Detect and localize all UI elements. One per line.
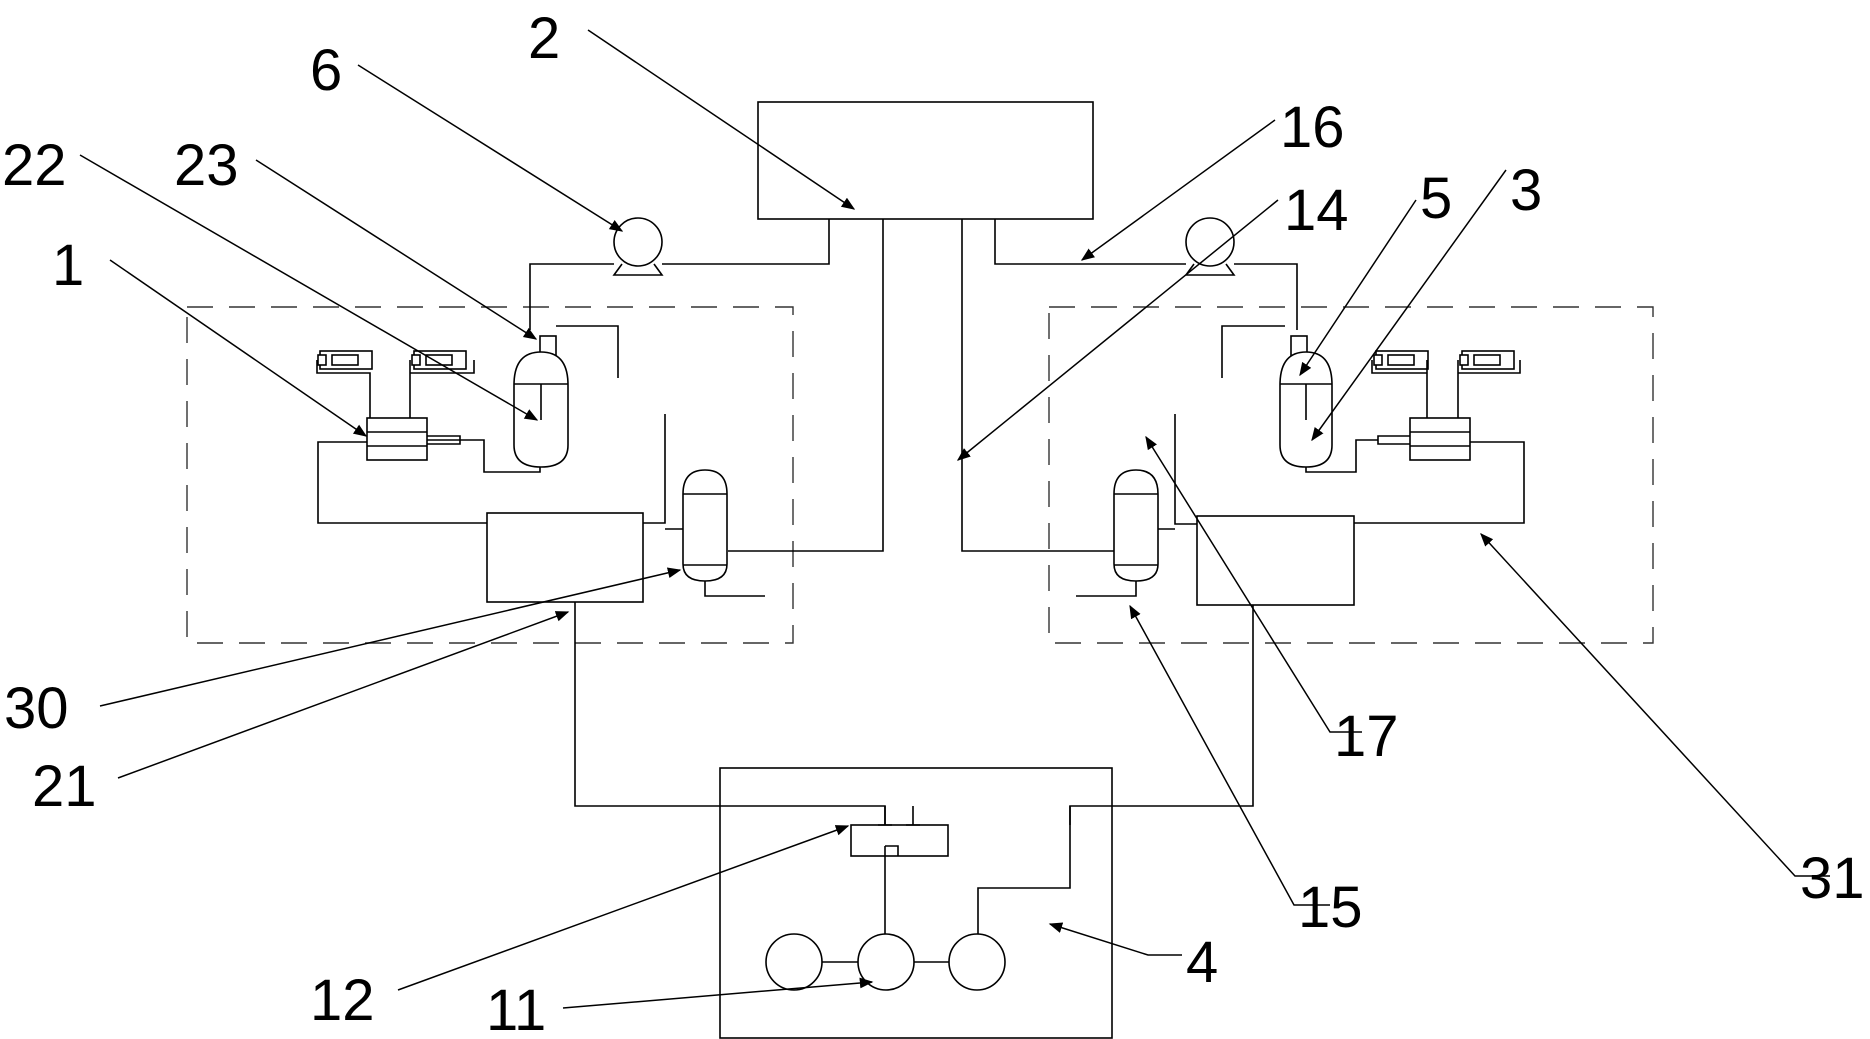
label-23: 23 [174,133,239,198]
label-3: 3 [1510,158,1542,223]
leader-31 [1480,533,1830,877]
bottom-unit-box [719,767,1113,1039]
leader-11 [562,977,874,1009]
label-4: 4 [1186,930,1218,995]
manifold-block [850,824,949,857]
left-separator-vessel [682,469,728,582]
pump-circle-a [765,933,823,991]
central-tank-box [757,101,1094,220]
leader-23 [255,159,538,340]
label-2: 2 [528,6,560,71]
right-return-pipe [1221,325,1285,378]
left-actuator-a [317,350,373,370]
left-actuator-b [411,350,467,370]
left-pump [612,217,664,276]
right-cylinder-body [1409,417,1471,461]
left-dashed-enclosure [186,306,794,644]
label-17: 17 [1334,704,1399,769]
left-return-pipe [556,325,619,378]
pipe-right-down [961,219,1114,552]
pump-circle-b [857,933,915,991]
label-14: 14 [1284,178,1349,243]
leader-22 [79,154,539,421]
right-dashed-enclosure [1048,306,1654,644]
label-1: 1 [52,233,84,298]
leader-16 [1080,119,1276,261]
right-pump [1184,217,1236,276]
leader-14 [956,199,1279,461]
pipe-right-top [994,219,1298,330]
leader-3 [1311,169,1507,442]
label-5: 5 [1420,166,1452,231]
pipe-left-down [728,219,884,552]
leader-4 [1048,922,1182,956]
label-6: 6 [310,38,342,103]
leader-30 [99,567,682,707]
label-12: 12 [310,968,375,1033]
leader-17 [1145,435,1362,733]
right-separator-vessel [1113,469,1159,582]
label-22: 22 [2,133,67,198]
leader-12 [397,825,850,991]
pipe-left-top [529,219,830,330]
right-actuator-a [1373,350,1429,370]
leader-5 [1299,199,1417,377]
leader-15 [1129,604,1330,906]
label-15: 15 [1298,875,1363,940]
left-lower-box [486,512,644,603]
label-21: 21 [32,754,97,819]
right-lower-box [1196,515,1355,606]
leader-1 [109,259,368,437]
right-actuator-b [1459,350,1515,370]
pump-circle-c [948,933,1006,991]
label-30: 30 [4,676,69,741]
leader-6 [357,64,624,232]
label-31: 31 [1800,846,1865,911]
label-16: 16 [1280,95,1345,160]
leader-21 [117,611,570,779]
leader-2 [587,29,856,210]
left-cylinder-body [366,417,428,461]
label-11: 11 [486,978,546,1039]
